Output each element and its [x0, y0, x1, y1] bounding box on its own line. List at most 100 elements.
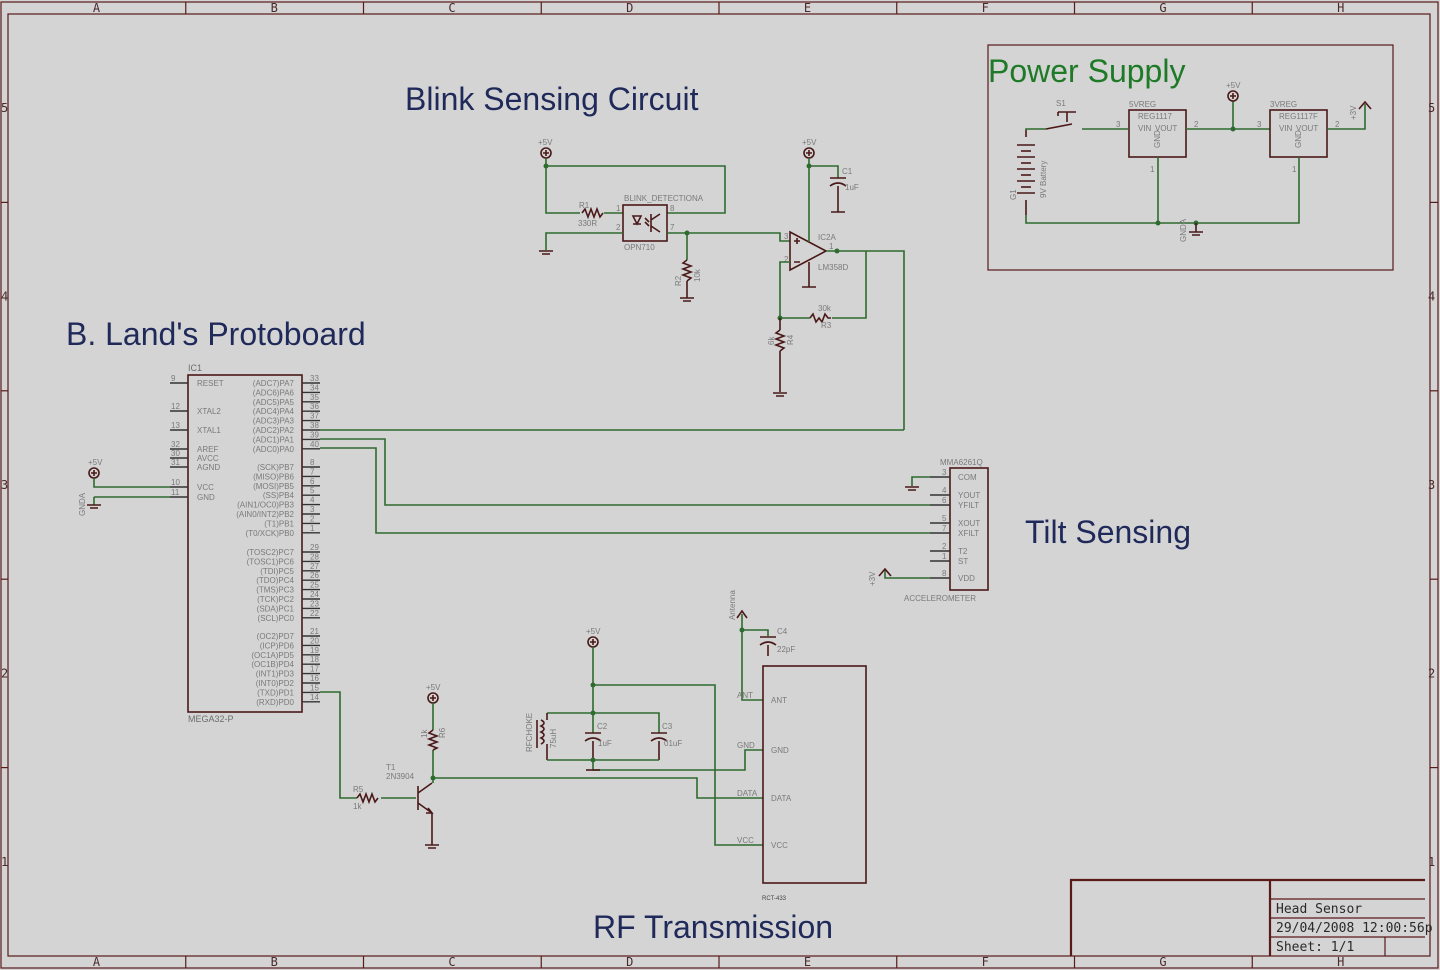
blink-sensing-block: +5V R1 330R BLINK_DETECTIONA OPN710 1 2 …	[538, 138, 905, 430]
zone-row-right: 2	[1428, 666, 1435, 680]
mcu-pin-number: 4	[310, 496, 315, 505]
mcu-pin-number: 12	[171, 402, 180, 411]
zone-col-bottom: F	[982, 955, 989, 969]
zone-col-top: E	[804, 1, 811, 15]
mcu-pin-number: 7	[310, 467, 315, 476]
title-rf-transmission: RF Transmission	[593, 909, 833, 945]
accel-pin-name: ST	[958, 557, 968, 566]
r6-ref: R6	[438, 727, 447, 738]
r4-ref: R4	[786, 334, 795, 345]
title-block-sheet: Sheet: 1/1	[1276, 940, 1354, 955]
mcu-gnda-label: GNDA	[78, 492, 87, 516]
r2-value: 10k	[693, 268, 702, 282]
mcu-pin-name: RESET	[197, 379, 224, 388]
reg2-vout: VOUT	[1296, 124, 1318, 133]
opto-name: BLINK_DETECTIONA	[624, 194, 704, 203]
zone-col-bottom: A	[93, 955, 101, 969]
mcu-pin-number: 16	[310, 674, 319, 683]
mcu-pin-number: 27	[310, 562, 319, 571]
ground-icon	[1189, 223, 1203, 236]
zone-col-bottom: G	[1159, 955, 1166, 969]
battery-value: 9V Battery	[1039, 161, 1048, 198]
rf-module-rct433	[762, 665, 867, 884]
mcu-pin-name: (SCK)PB7	[257, 463, 294, 472]
mcu-pin-number: 1	[310, 524, 315, 533]
opamp-pin2: 2	[784, 255, 789, 264]
mcu-pin-name: (ADC2)PA2	[253, 426, 295, 435]
mcu-pin-number: 13	[171, 421, 180, 430]
mcu-pin-name: (ADC4)PA4	[253, 407, 295, 416]
mcu-pin-number: 11	[171, 488, 180, 497]
reg1-pin2: 2	[1194, 120, 1199, 129]
accel-pin-number: 6	[942, 496, 947, 505]
capacitor-c3	[650, 732, 668, 760]
plus3v-arrow-icon	[878, 567, 892, 577]
mcu-pin-number: 38	[310, 421, 319, 430]
mcu-pin-name: (TOSC1)PC6	[247, 557, 295, 566]
zone-row-left: 1	[1, 855, 8, 869]
title-block-date: 29/04/2008 12:00:56p	[1276, 921, 1433, 936]
mcu-pin-number: 28	[310, 552, 319, 561]
reg1-vout: VOUT	[1155, 124, 1177, 133]
rf-pin-outer-label: ANT	[737, 691, 753, 700]
mcu-pin-number: 8	[310, 458, 315, 467]
mcu-pin-name: (AIN0/INT2)PB2	[236, 510, 294, 519]
r2-ref: R2	[674, 275, 683, 286]
switch-s1[interactable]: S1	[1045, 99, 1076, 130]
zone-col-top: D	[626, 1, 633, 15]
mcu-pin-number: 32	[171, 440, 180, 449]
resistor-r5	[356, 791, 379, 805]
accel-pin-number: 1	[942, 552, 947, 561]
ground-icon	[539, 250, 553, 255]
zone-col-top: H	[1337, 1, 1344, 15]
opto-part: OPN710	[624, 243, 655, 252]
c1-value: 1uF	[845, 183, 859, 192]
mcu-pin-number: 15	[310, 683, 319, 692]
optocoupler-opn710: BLINK_DETECTIONA OPN710 1 2 8 7	[616, 194, 704, 252]
opamp-plus5v-label: +5V	[802, 138, 817, 147]
opto-pin7: 7	[670, 223, 675, 232]
choke-value: 75uH	[549, 729, 558, 748]
zone-row-right: 5	[1428, 101, 1435, 115]
c3-value: 01uF	[664, 739, 682, 748]
mcu-pin-name: (INT1)PD3	[256, 670, 295, 679]
antenna-label: Antenna	[728, 590, 737, 620]
blink-plus5v-label: +5V	[538, 138, 553, 147]
mcu-pin-number: 24	[310, 590, 319, 599]
mcu-pin-number: 30	[171, 449, 180, 458]
mcu-pin-name: (ADC5)PA5	[253, 398, 295, 407]
mcu-pin-name: (TDI)PC5	[260, 567, 294, 576]
mcu-pin-number: 21	[310, 627, 319, 636]
reg1-gnd: GND	[1153, 130, 1162, 148]
mcu-pin-number: 3	[310, 505, 315, 514]
mcu-pin-number: 18	[310, 655, 319, 664]
mcu-pin-name: AVCC	[197, 454, 219, 463]
mcu-pin-name: (SS)PB4	[263, 491, 295, 500]
r4-value: 6k	[767, 336, 776, 345]
rf-plus5v-label-1: +5V	[426, 683, 441, 692]
mcu-pin-number: 20	[310, 636, 319, 645]
mcu-pin-name: (ADC7)PA7	[253, 379, 295, 388]
mcu-pin-number: 9	[171, 374, 176, 383]
zone-col-bottom: H	[1337, 955, 1344, 969]
zone-col-top: B	[271, 1, 278, 15]
rf-pin-outer-label: DATA	[737, 789, 758, 798]
gnda-label: GNDA	[1179, 218, 1188, 242]
mcu-pin-number: 23	[310, 599, 319, 608]
accel-pin-name: VDD	[958, 574, 975, 583]
mcu-pin-name: (OC2)PD7	[257, 632, 295, 641]
mcu-pin-name: AGND	[197, 463, 220, 472]
zone-row-left: 2	[1, 666, 8, 680]
mcu-pin-number: 36	[310, 402, 319, 411]
mcu-pin-number: 14	[310, 693, 319, 702]
plus3v-label: +3V	[1349, 105, 1358, 120]
reg1-pin1: 1	[1150, 165, 1155, 174]
zone-row-right: 4	[1428, 290, 1435, 304]
zone-col-bottom: C	[448, 955, 455, 969]
opamp-ref: IC2A	[818, 233, 836, 242]
mcu-pin-name: (ADC6)PA6	[253, 388, 295, 397]
battery-g1: G1 9V Battery	[1009, 130, 1048, 215]
